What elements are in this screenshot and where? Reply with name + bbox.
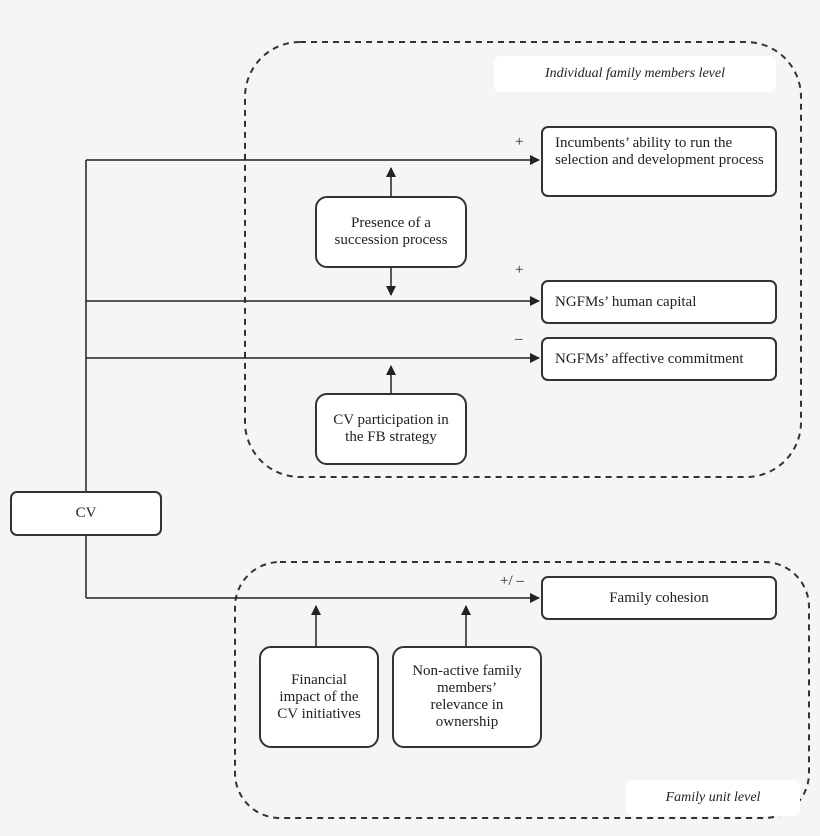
cv-participation-node: CV participation in the FB strategy xyxy=(315,393,467,465)
individual-level-label: Individual family members level xyxy=(494,56,776,92)
family-unit-level-frame xyxy=(234,561,810,819)
affective-commitment-node: NGFMs’ affective commitment xyxy=(541,337,777,381)
sign-family-cohesion: +/ – xyxy=(500,573,524,589)
family-cohesion-node: Family cohesion xyxy=(541,576,777,620)
non-active-members-node: Non-active family members’ relevance in … xyxy=(392,646,542,748)
individual-level-frame xyxy=(244,41,802,478)
sign-affective: – xyxy=(515,331,523,347)
succession-process-node: Presence of a succession process xyxy=(315,196,467,268)
cv-node: CV xyxy=(10,491,162,536)
sign-incumbents: + xyxy=(515,134,524,150)
human-capital-node: NGFMs’ human capital xyxy=(541,280,777,324)
financial-impact-node: Financial impact of the CV initiatives xyxy=(259,646,379,748)
incumbents-ability-node: Incumbents’ ability to run the selection… xyxy=(541,126,777,197)
family-unit-level-label: Family unit level xyxy=(626,780,800,816)
sign-human-capital: + xyxy=(515,262,524,278)
